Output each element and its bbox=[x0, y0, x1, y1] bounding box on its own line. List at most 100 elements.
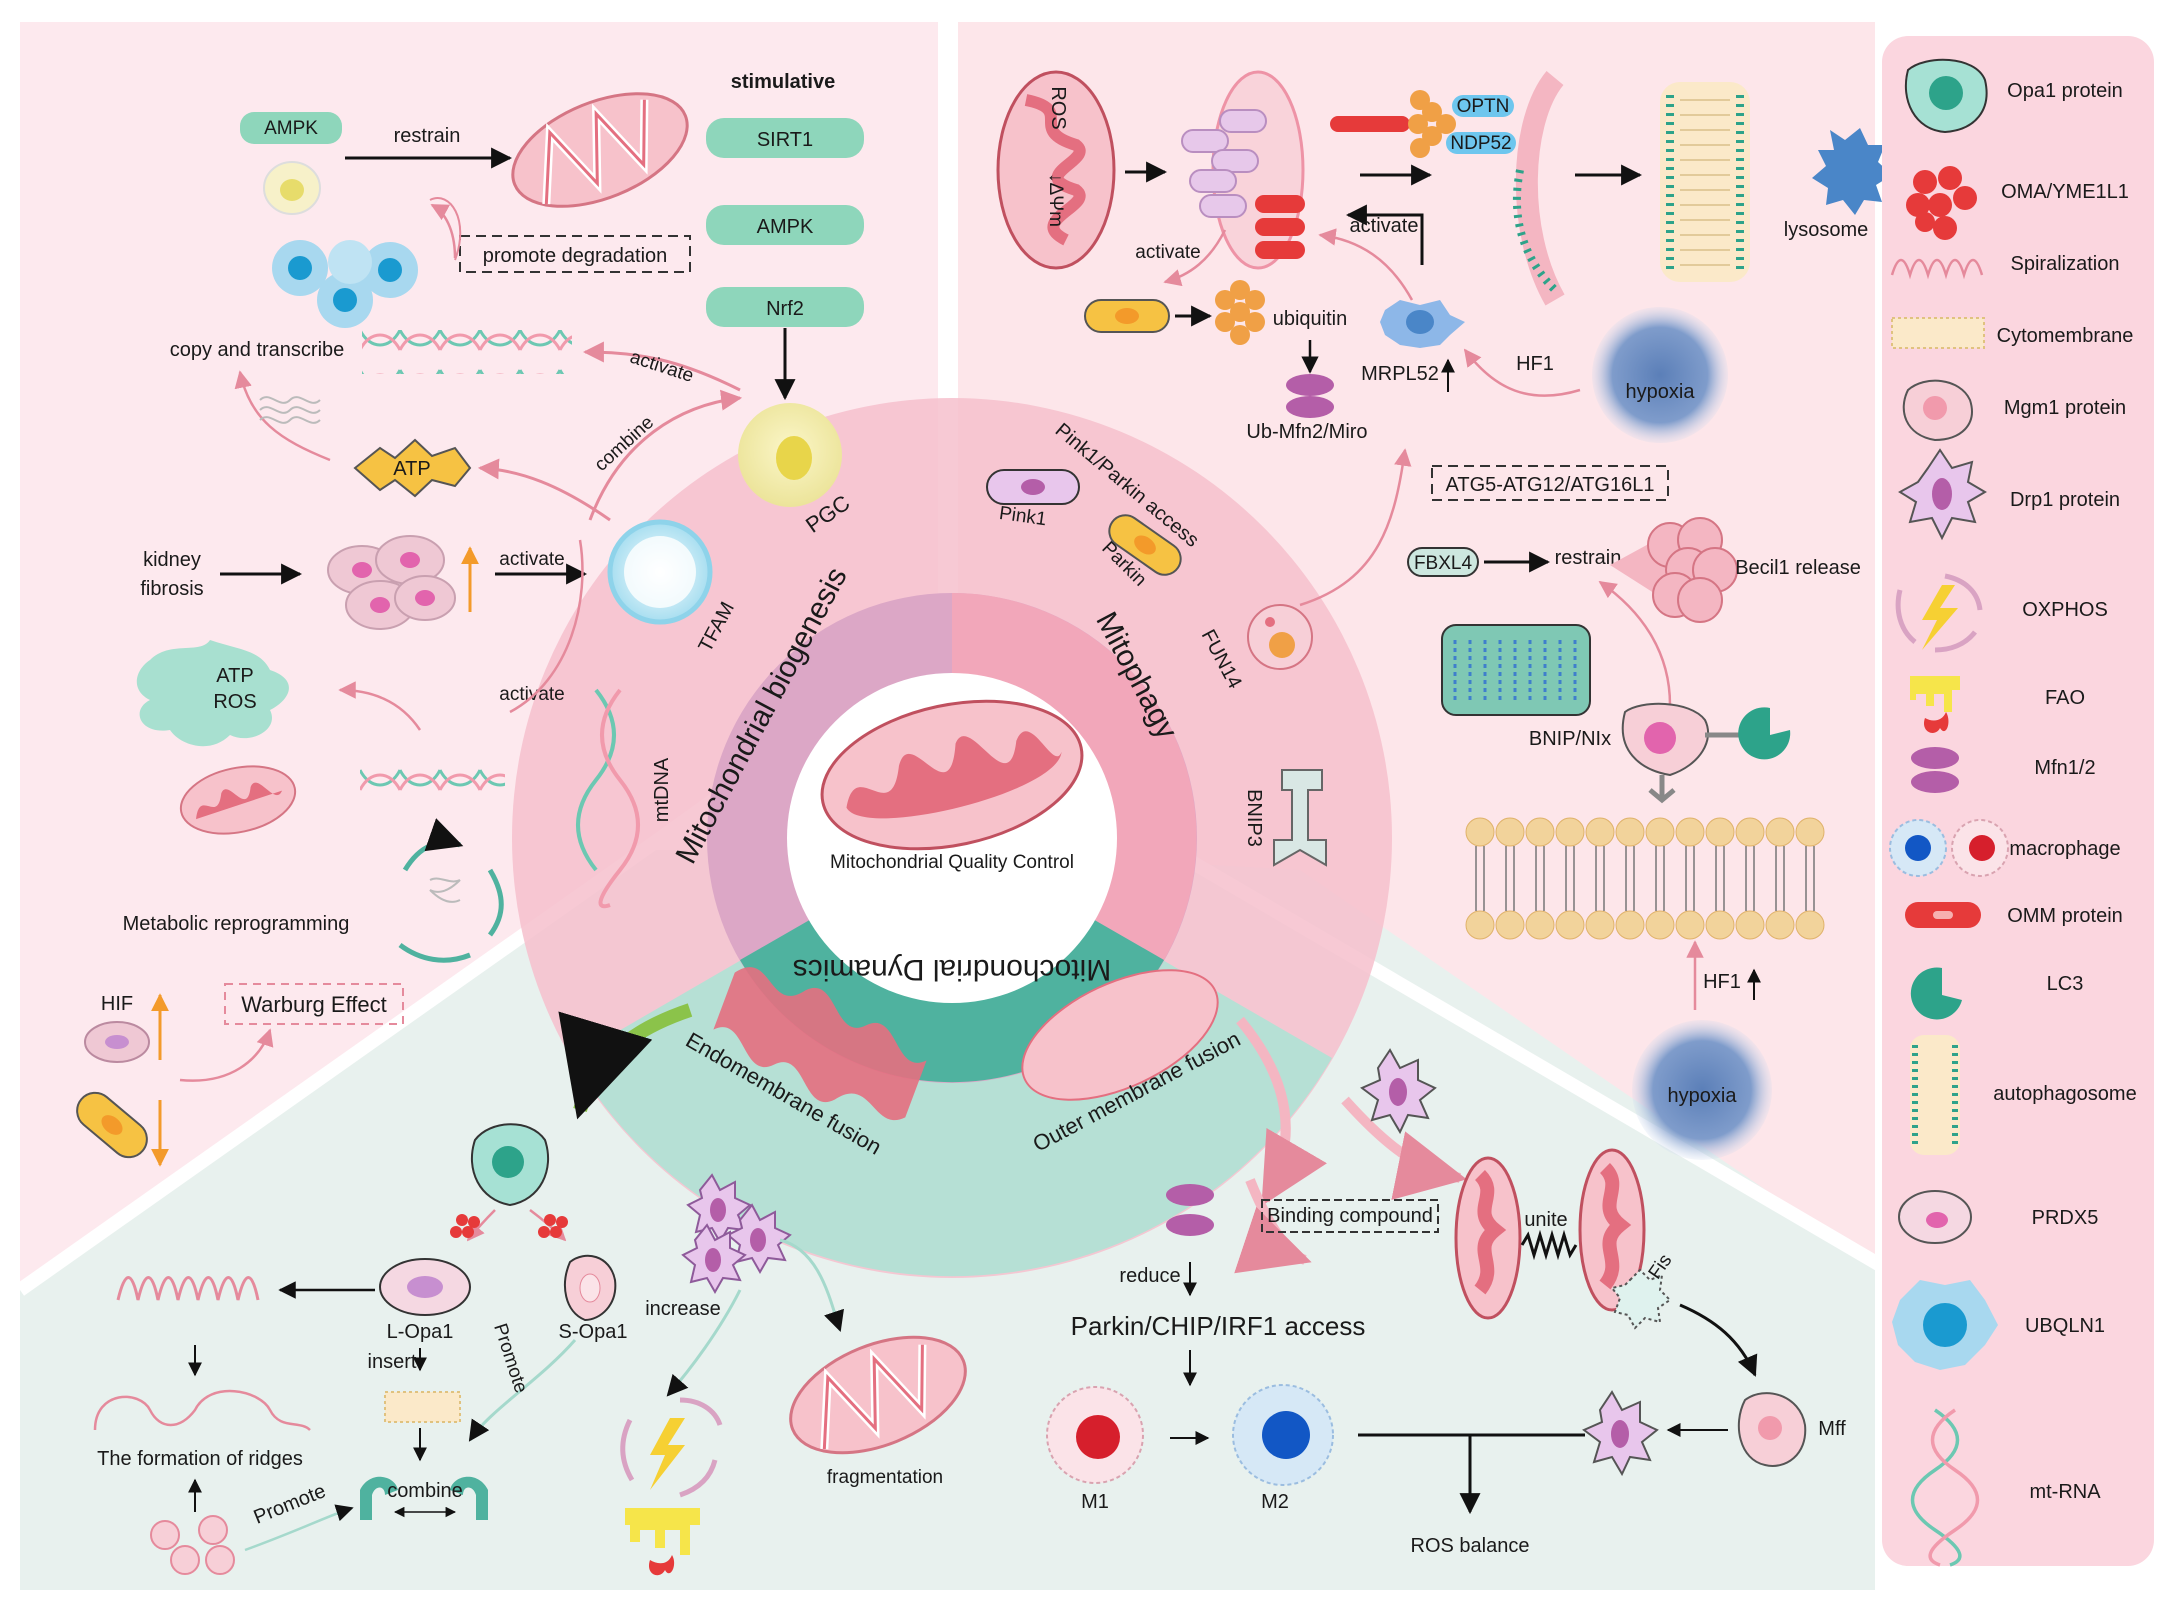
pgc-cell-icon bbox=[738, 403, 842, 507]
pink-curved-arrow-3 bbox=[1341, 1096, 1467, 1200]
mfn-icon bbox=[1286, 374, 1334, 418]
unite-label: unite bbox=[1524, 1209, 1567, 1231]
reduce-label: reduce bbox=[1119, 1265, 1180, 1287]
legend-mt-rna-icon bbox=[1910, 1408, 1980, 1567]
legend-label-4: Mgm1 protein bbox=[2004, 397, 2126, 419]
factor-nrf2: Nrf2 bbox=[706, 287, 864, 327]
parkin-chip-label: Parkin/CHIP/IRF1 access bbox=[1071, 1311, 1366, 1341]
svg-text:Nrf2: Nrf2 bbox=[766, 298, 804, 320]
fbxl4-tag: FBXL4 bbox=[1407, 547, 1479, 577]
center-title: Mitochondrial Quality Control bbox=[830, 852, 1074, 873]
l-opa1-label: L-Opa1 bbox=[387, 1321, 454, 1343]
bnip-nix-label: BNIP/NIx bbox=[1529, 728, 1611, 750]
mff-label: Mff bbox=[1818, 1418, 1846, 1440]
binding-box bbox=[1261, 1199, 1439, 1233]
m2-label: M2 bbox=[1261, 1491, 1289, 1513]
hypoxia-top-icon bbox=[1592, 307, 1728, 443]
dna-strand-top-icon bbox=[362, 330, 572, 374]
ring-label-dynamics: Mitochondrial Dynamics bbox=[793, 953, 1111, 986]
becil-label: Becil1 release bbox=[1735, 557, 1861, 579]
lipid-head bbox=[1585, 910, 1615, 940]
legend-label-0: Opa1 protein bbox=[2007, 80, 2123, 102]
omm-protein-stack-icon bbox=[1255, 195, 1305, 259]
legend-ubqln1-icon bbox=[1892, 1280, 1998, 1370]
ubqln1-icon bbox=[1380, 300, 1465, 348]
factor-ampk: AMPK bbox=[706, 205, 864, 245]
atg-box bbox=[1431, 465, 1669, 501]
svg-text:OPTN: OPTN bbox=[1457, 96, 1510, 117]
m1-macrophage-icon bbox=[1046, 1386, 1144, 1484]
tfam-icon bbox=[607, 519, 713, 625]
legend-mgm1-icon bbox=[1902, 379, 1973, 442]
lysosome-label: lysosome bbox=[1784, 219, 1868, 241]
drp1-bottom-icon bbox=[1582, 1390, 1659, 1477]
fragmentation-mito-icon bbox=[789, 1335, 967, 1455]
metabolic-cycle-icon bbox=[398, 818, 504, 963]
delta-psi-label: ↓ΔΨm bbox=[1045, 173, 1066, 227]
opa1-cell-icon bbox=[470, 1123, 550, 1207]
lc3-pair-icon bbox=[360, 1476, 488, 1520]
lipid-head bbox=[1705, 910, 1735, 940]
warburg-label: Warburg Effect bbox=[241, 992, 387, 1017]
m2-macrophage-icon bbox=[1232, 1384, 1334, 1486]
svg-text:AMPK: AMPK bbox=[264, 118, 318, 139]
lipid-head bbox=[1675, 910, 1705, 940]
activate-arrow-left bbox=[1163, 229, 1227, 287]
svg-text:ATP: ATP bbox=[216, 665, 253, 687]
pink1-icon bbox=[986, 469, 1080, 505]
receptor-chain-icon bbox=[1330, 90, 1456, 158]
hypoxia-top-label: hypoxia bbox=[1626, 381, 1696, 403]
legend-label-6: OXPHOS bbox=[2022, 599, 2108, 621]
pink-cluster-icon bbox=[1181, 109, 1267, 218]
promote-degradation-box bbox=[459, 235, 691, 273]
lipid-head bbox=[1555, 817, 1585, 847]
ampk-tag: AMPK bbox=[240, 112, 342, 144]
copy-transcribe-label: copy and transcribe bbox=[170, 339, 345, 361]
lipid-head bbox=[1645, 910, 1675, 940]
hypoxia-bottom-icon bbox=[1632, 1020, 1772, 1160]
mtdna-icon bbox=[576, 688, 640, 909]
atp-arrow bbox=[477, 458, 611, 522]
restrain-m-label: restrain bbox=[1555, 547, 1622, 569]
hypoxia-bottom-label: hypoxia bbox=[1668, 1085, 1738, 1107]
oma-icon-left bbox=[450, 1214, 480, 1238]
hf1-top-label: HF1 bbox=[1516, 353, 1554, 375]
mitochondrion-ros-icon bbox=[996, 70, 1116, 270]
to-atp-ros-arrow bbox=[338, 681, 422, 731]
legend-label-3: Cytomembrane bbox=[1997, 325, 2134, 347]
increase-label: increase bbox=[645, 1298, 721, 1320]
spiral-coil-icon bbox=[116, 1276, 260, 1301]
mrpl52-label: MRPL52 bbox=[1361, 363, 1439, 385]
legend-autophagosome-icon bbox=[1910, 1035, 1960, 1155]
drp1-single-icon bbox=[1360, 1048, 1437, 1135]
mitophagy-section: ROS ↓ΔΨm activate bbox=[986, 70, 1892, 1160]
lipid-head bbox=[1525, 910, 1555, 940]
legend-label-2: Spiralization bbox=[2011, 253, 2120, 275]
combine-d-label: combine bbox=[387, 1480, 463, 1502]
restrain-label: restrain bbox=[394, 125, 461, 147]
flower-cluster-icon bbox=[150, 1515, 235, 1575]
binding-label: Binding compound bbox=[1267, 1205, 1433, 1227]
s-opa1-icon bbox=[564, 1254, 617, 1322]
svg-text:SIRT1: SIRT1 bbox=[757, 129, 813, 151]
legend-label-7: FAO bbox=[2045, 687, 2085, 709]
legend-oxphos-icon bbox=[1895, 573, 1983, 653]
activate-bracket bbox=[1345, 204, 1424, 265]
fao-icon bbox=[625, 1508, 700, 1576]
metabolic-label: Metabolic reprogramming bbox=[123, 913, 350, 935]
factor-sirt1: SIRT1 bbox=[706, 118, 864, 158]
lipid-head bbox=[1795, 910, 1825, 940]
legend-label-9: macrophage bbox=[2009, 838, 2120, 860]
legend-panel: Opa1 protein OMA/YME1L1 Spiralization Cy… bbox=[1882, 36, 2154, 1567]
mff-cell-icon bbox=[1737, 1392, 1807, 1467]
combine-arrow bbox=[588, 389, 743, 521]
oma-icon-right bbox=[538, 1214, 568, 1238]
ridges-line-icon bbox=[93, 1389, 311, 1431]
legend-label-14: UBQLN1 bbox=[2025, 1315, 2105, 1337]
lipid-head bbox=[1675, 817, 1705, 847]
legend-lc3-icon bbox=[1910, 967, 1962, 1020]
activate-label-2: activate bbox=[499, 549, 564, 570]
optn-tag: OPTN bbox=[1452, 95, 1514, 117]
mitochondrion-icon bbox=[511, 92, 689, 208]
